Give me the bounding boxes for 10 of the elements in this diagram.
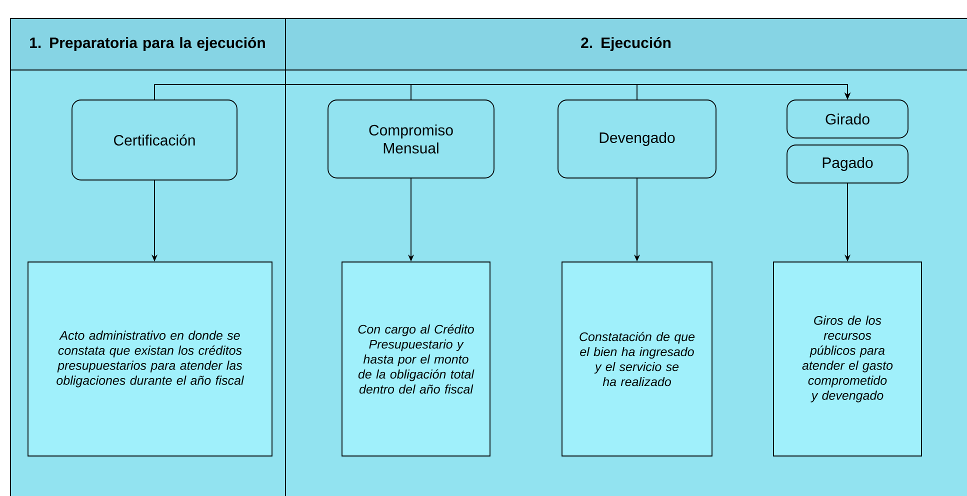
- description-box: Acto administrativo en donde se constata que existan los créditos presupuestarios para atender las obligaciones durante el año fiscal: [28, 262, 272, 456]
- description-box: Constatación de que el bien ha ingresado y el servicio se ha realizado: [562, 262, 712, 456]
- process-box: Certificación: [72, 100, 238, 180]
- description-box: Con cargo al Crédito Presupuestario y hasta por el monto de la obligación total dentro del año fiscal: [342, 262, 490, 456]
- process-box: Girado: [786, 100, 908, 138]
- arrow: [636, 84, 851, 100]
- process-box: Devengado: [558, 100, 716, 178]
- description-box: Giros de los recursos públicos para atender el gasto comprometido y devengado: [773, 262, 922, 456]
- process-box: Compromiso Mensual: [328, 100, 494, 178]
- process-box: Pagado: [786, 144, 908, 184]
